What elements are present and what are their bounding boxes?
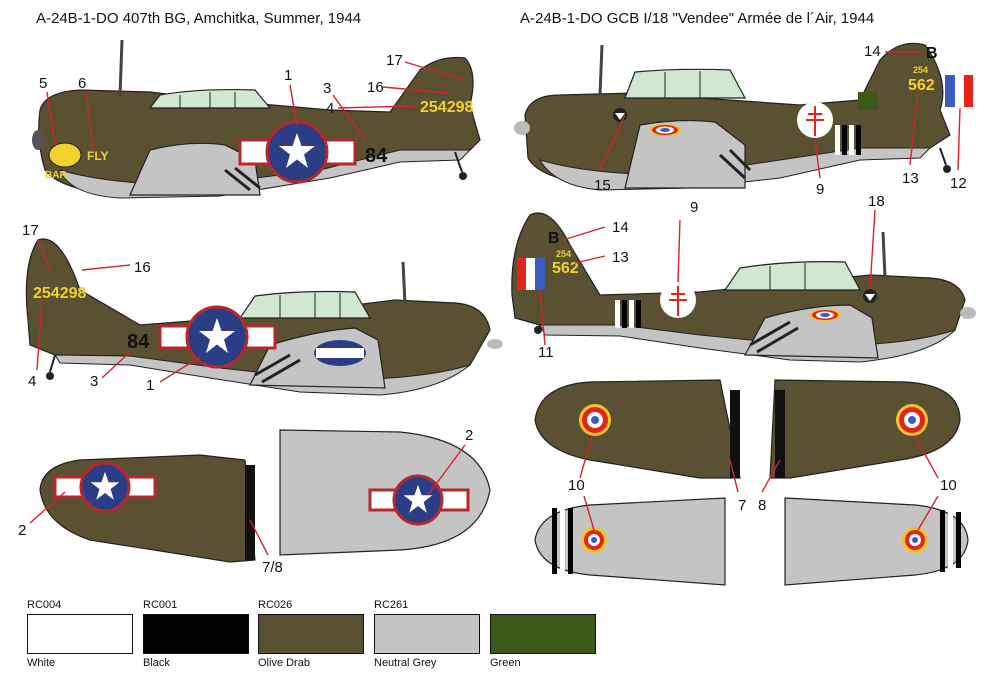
callout-15: 15 [594,177,611,194]
callout-17-top: 17 [386,52,403,69]
us-wing-bottom [279,429,491,556]
callout-3-bottom: 3 [90,373,98,390]
callout-lines [29,51,961,556]
callout-9-top: 9 [816,181,824,198]
title-right: A-24B-1-DO GCB I/18 "Vendee" Armée de l´… [520,10,875,27]
callout-17-bottom: 17 [22,222,39,239]
nose-art-bar: BAR [45,170,67,181]
fr-serial-large-top: 562 [908,77,935,94]
us-serial-left-view: 254298 [420,99,473,116]
swatch-code-olive: RC026 [258,599,293,611]
callout-14-bottom: 14 [612,219,629,236]
swatch-name-neutral-grey: Neutral Grey [374,657,437,669]
callout-4-top: 4 [326,100,334,117]
us-aircraft-right-view: 84 254298 [25,238,503,396]
fr-wing-top-left [534,379,741,479]
swatch-black [143,614,249,654]
callout-13-top: 13 [902,170,919,187]
fr-wing-bottom-right [784,497,969,586]
callout-13-bottom: 13 [612,249,629,266]
swatch-white [27,614,133,654]
swatch-code-white: RC004 [27,599,62,611]
us-aircraft-left-view: 84 254298 FLY BAR [32,39,481,199]
fr-serial-small-bottom: 254 [556,249,571,259]
swatch-neutral-grey [374,614,480,654]
callout-9-bottom: 9 [690,199,698,216]
fr-aircraft-right-view: B 254 562 [511,212,976,363]
fr-wing-top-right [769,379,961,479]
fr-aircraft-left-view: B 254 562 [514,42,973,191]
swatch-olive-drab [258,614,364,654]
callout-7-8: 7/8 [262,559,283,576]
callout-7: 7 [738,497,746,514]
callout-10-right: 10 [940,477,957,494]
callout-1-top: 1 [284,67,292,84]
us-serial-right-view: 254298 [33,285,86,302]
us-code-right-view: 84 [127,331,150,353]
swatch-name-green: Green [490,657,521,669]
fr-wing-bottom-left [534,497,726,586]
swatch-green [490,614,596,654]
fr-tail-code-bottom: B [548,230,560,247]
callout-numbers: 1 3 4 16 17 5 6 14 15 9 13 12 9 14 13 18… [18,43,967,576]
nose-art-fly: FLY [87,149,109,163]
callout-3-top: 3 [323,80,331,97]
callout-2-wing-bottom: 2 [465,427,473,444]
callout-2-wing-top: 2 [18,522,26,539]
fr-serial-small-top: 254 [913,65,928,75]
us-wing-top [39,454,256,563]
swatch-code-grey: RC261 [374,599,409,611]
callout-16-bottom: 16 [134,259,151,276]
swatch-name-black: Black [143,657,170,669]
callout-10-left: 10 [568,477,585,494]
swatch-code-black: RC001 [143,599,178,611]
callout-16-top: 16 [367,79,384,96]
callout-12: 12 [950,175,967,192]
fr-serial-large-bottom: 562 [552,260,579,277]
callout-4-bottom: 4 [28,373,36,390]
fr-tail-code-top: B [926,45,938,62]
callout-5: 5 [39,75,47,92]
callout-1-bottom: 1 [146,377,154,394]
callout-14-top: 14 [864,43,881,60]
title-left: A-24B-1-DO 407th BG, Amchitka, Summer, 1… [36,10,362,27]
swatch-name-olive-drab: Olive Drab [258,657,310,669]
callout-6: 6 [78,75,86,92]
callout-18: 18 [868,193,885,210]
callout-8: 8 [758,497,766,514]
swatch-name-white: White [27,657,56,669]
us-code-left-view: 84 [365,145,388,167]
callout-11: 11 [538,344,554,361]
